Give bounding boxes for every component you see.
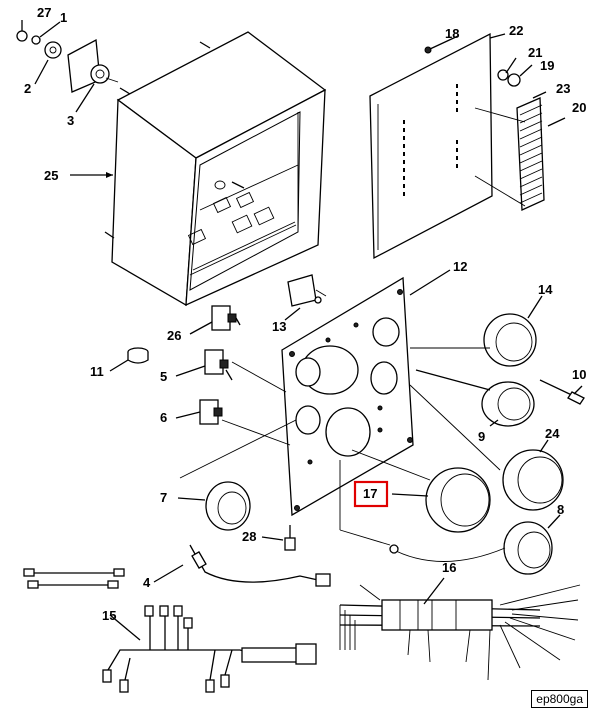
toggle-switch-5 bbox=[175, 349, 287, 393]
harness-16 bbox=[339, 577, 581, 681]
sender-10 bbox=[539, 379, 585, 405]
callout-19: 19 bbox=[540, 58, 554, 73]
callout-21: 21 bbox=[528, 45, 542, 60]
callout-9: 9 bbox=[478, 429, 485, 444]
callout-16: 16 bbox=[442, 560, 456, 575]
toggle-switch-26 bbox=[189, 305, 241, 335]
gauge-8 bbox=[389, 514, 561, 575]
callout-4: 4 bbox=[143, 575, 151, 590]
callout-10: 10 bbox=[572, 367, 586, 382]
callout-18: 18 bbox=[445, 26, 459, 41]
callout-5: 5 bbox=[160, 369, 167, 384]
callout-1: 1 bbox=[60, 10, 67, 25]
gauge-17 bbox=[339, 449, 491, 546]
callout-14: 14 bbox=[538, 282, 553, 297]
callout-6: 6 bbox=[160, 410, 167, 425]
pin-28 bbox=[261, 525, 296, 551]
gauge-24 bbox=[409, 384, 564, 511]
callout-3: 3 bbox=[67, 113, 74, 128]
callout-20: 20 bbox=[572, 100, 586, 115]
gauge-9 bbox=[415, 369, 535, 427]
housing-box bbox=[70, 31, 327, 307]
top-left-hardware bbox=[16, 20, 119, 113]
callout-22: 22 bbox=[509, 23, 523, 38]
gauge-7 bbox=[177, 419, 297, 531]
toggle-switch-6 bbox=[175, 399, 291, 446]
highlight-box-17 bbox=[353, 480, 389, 508]
callout-26: 26 bbox=[167, 328, 181, 343]
breaker-13 bbox=[284, 274, 327, 321]
callout-13: 13 bbox=[272, 319, 286, 334]
callout-11: 11 bbox=[90, 364, 104, 379]
harness-4 bbox=[153, 544, 331, 587]
callout-28: 28 bbox=[242, 529, 256, 544]
callout-27: 27 bbox=[37, 5, 51, 20]
callout-23: 23 bbox=[556, 81, 570, 96]
instrument-panel bbox=[281, 269, 451, 517]
callout-24: 24 bbox=[545, 426, 560, 441]
callout-15: 15 bbox=[102, 608, 116, 623]
callout-8: 8 bbox=[557, 502, 564, 517]
callout-2: 2 bbox=[24, 81, 31, 96]
callout-7: 7 bbox=[160, 490, 167, 505]
callout-17: 17 bbox=[363, 486, 377, 501]
gauge-14 bbox=[410, 295, 543, 367]
figure-id-tag: ep800ga bbox=[531, 690, 588, 708]
callout-12: 12 bbox=[453, 259, 467, 274]
callout-25: 25 bbox=[44, 168, 58, 183]
harness-15 bbox=[23, 568, 317, 693]
boot-part bbox=[109, 347, 149, 372]
terminal-board bbox=[369, 32, 566, 260]
